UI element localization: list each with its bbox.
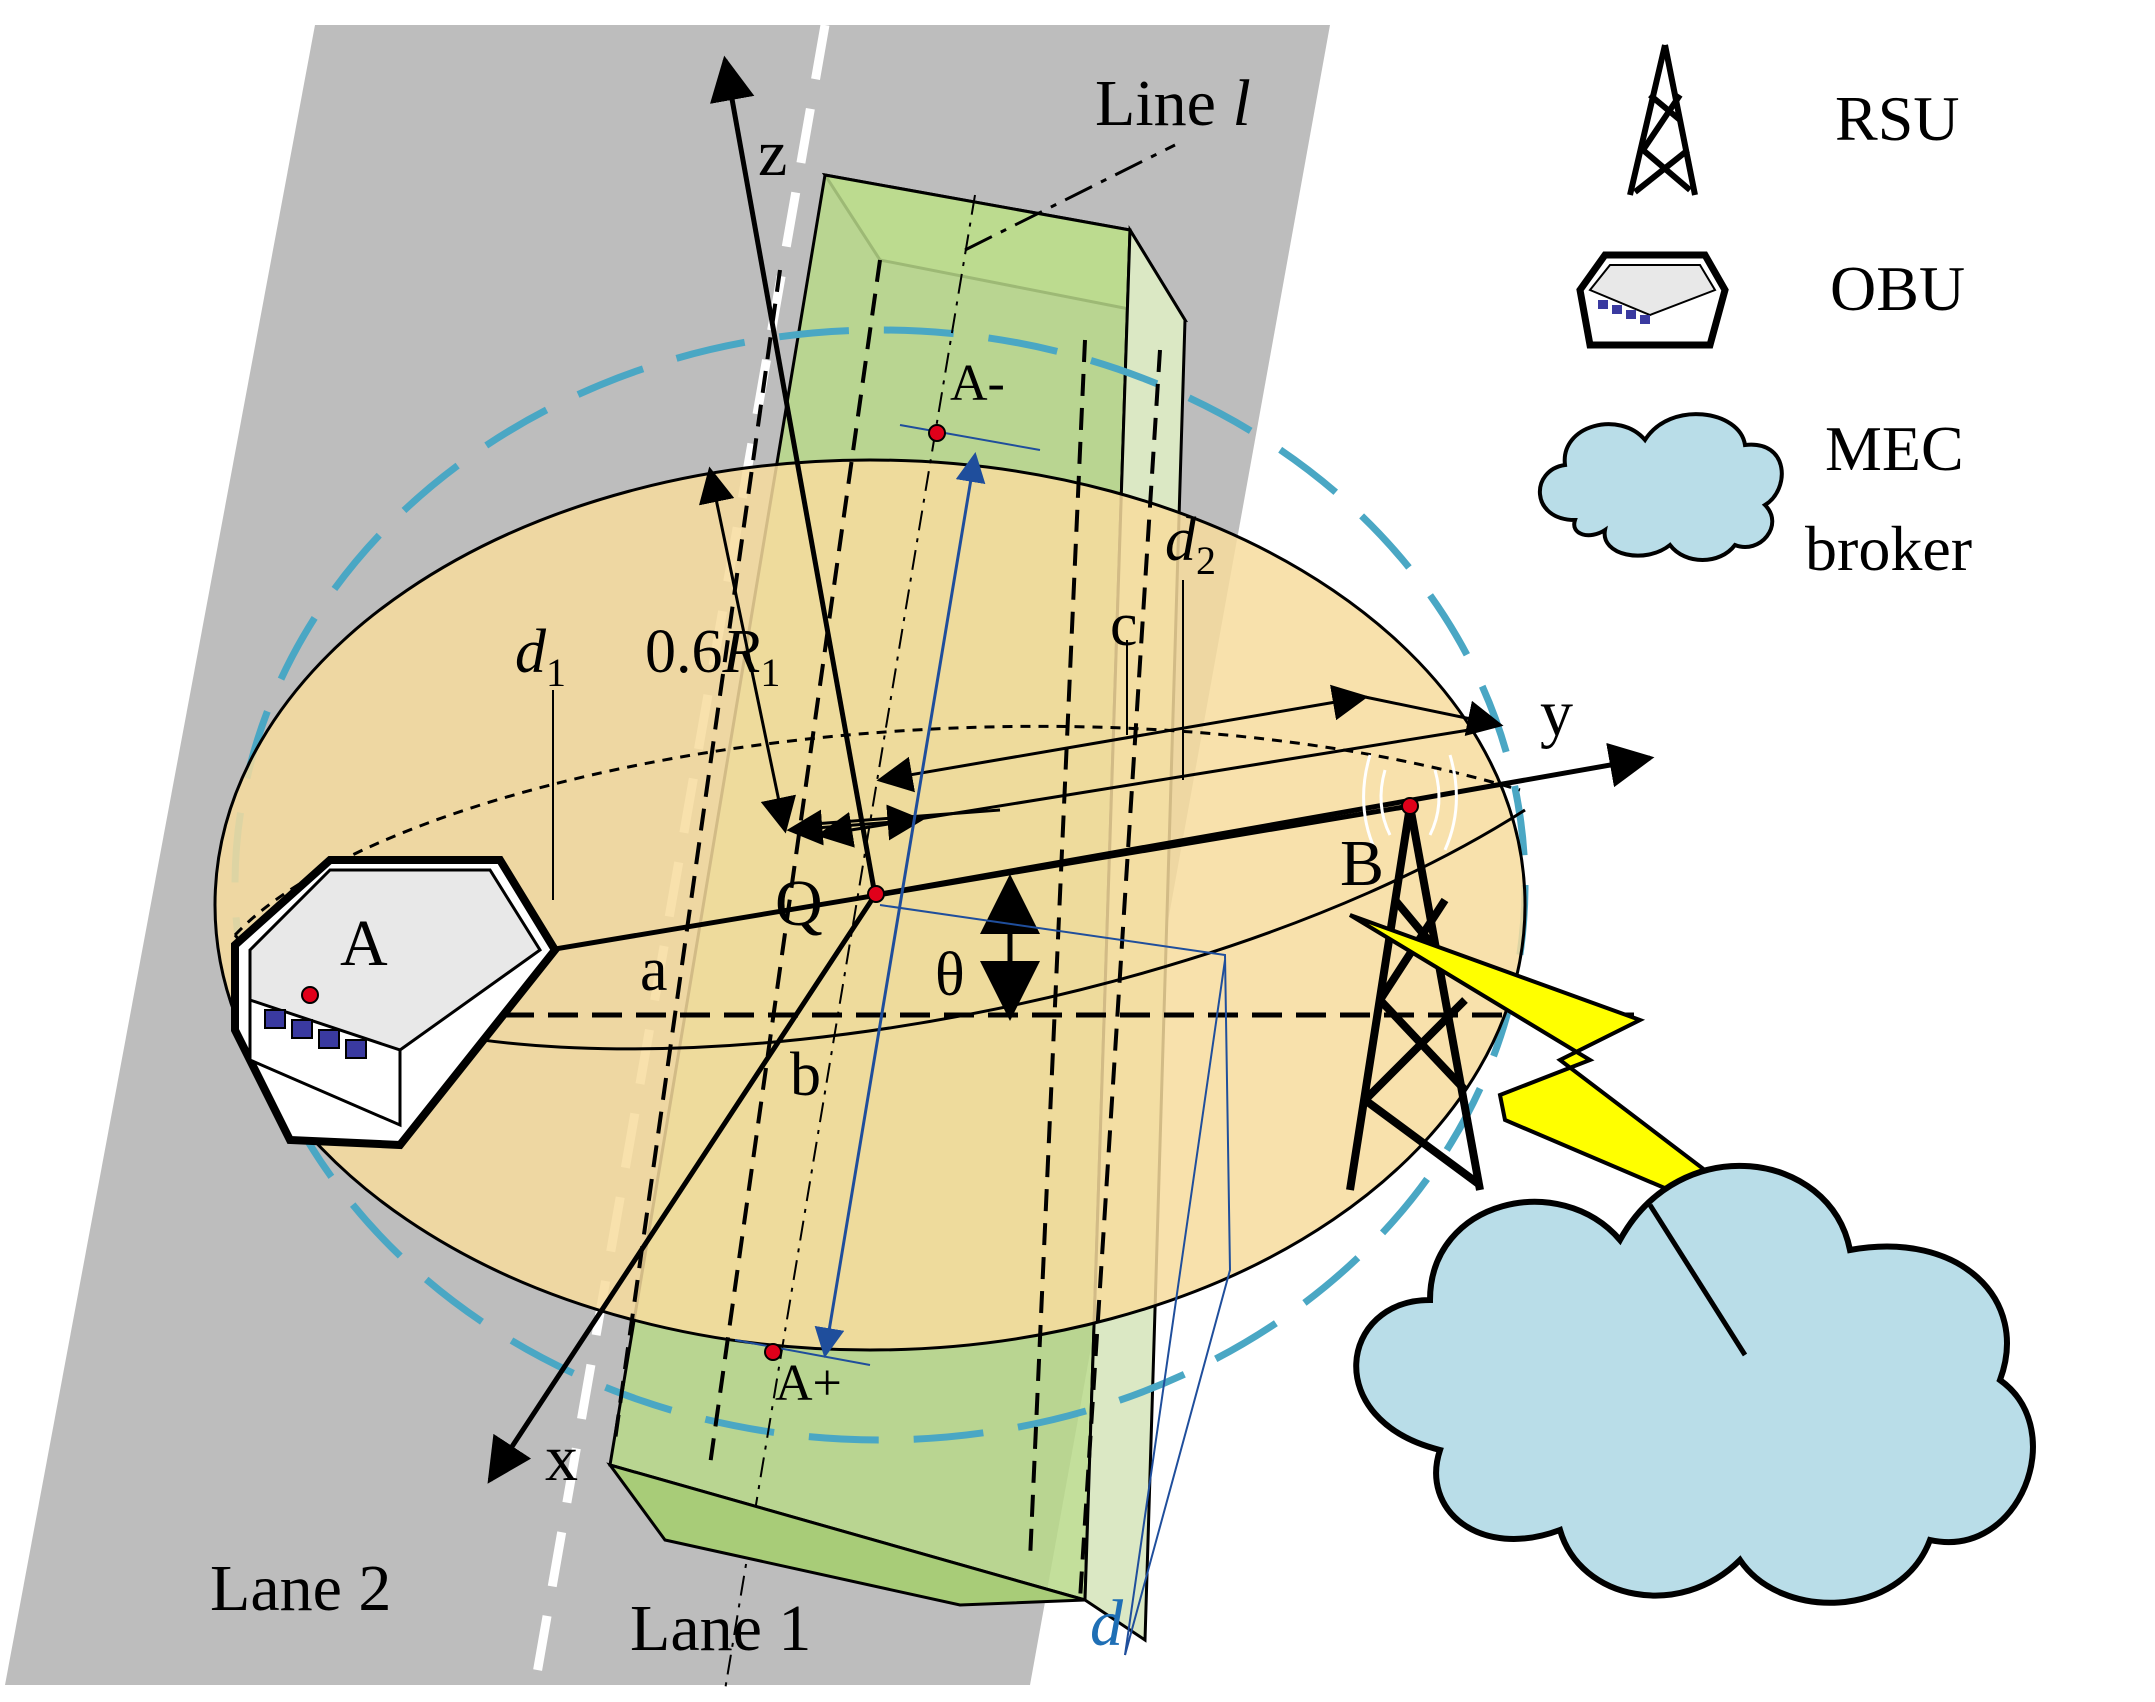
theta-label: θ [935, 941, 965, 1009]
semi-axis-a-label: a [640, 936, 668, 1004]
a-minus-plus-arrow [814, 452, 986, 1358]
x-axis [487, 893, 878, 1484]
legend-mec-label-1: MEC [1825, 413, 1964, 484]
a-minus-label: A- [950, 355, 1005, 412]
fresnel-radius-label: 0.6R1 [645, 618, 780, 695]
box-edge-4 [1078, 349, 1162, 1601]
point-b [1401, 797, 1419, 815]
d2-label: d2 [1165, 506, 1216, 583]
semi-axis-c-label: c [1110, 591, 1138, 659]
d1-label: d1 [515, 618, 566, 695]
point-a-plus [764, 1343, 782, 1361]
x-axis-label: x [545, 1422, 578, 1495]
legend: RSU OBU MEC broker [1538, 44, 1972, 584]
lane-1-label: Lane 1 [630, 1592, 811, 1665]
box-edge-1 [613, 269, 782, 1441]
vehicle-box-bottom [606, 1462, 1086, 1607]
legend-mec-label-2: broker [1805, 513, 1972, 584]
lightning-icon [1348, 913, 1812, 1252]
d-leader-2 [1124, 959, 1226, 1656]
legend-cloud-icon [1538, 412, 1784, 562]
y-axis-label: y [1540, 677, 1573, 750]
point-a [301, 986, 319, 1004]
lane-2-label: Lane 2 [210, 1552, 391, 1625]
line-l-leader [964, 143, 1176, 252]
signal-waves [1362, 754, 1458, 851]
obu-device-icon [231, 856, 560, 1150]
fresnel-radius-arrow [698, 466, 797, 834]
z-axis-label: z [758, 117, 787, 190]
line-l-label: Line l [1095, 67, 1251, 140]
legend-obu-icon [1576, 251, 1729, 349]
line-l [724, 194, 976, 1691]
lane-divider [530, 24, 830, 1686]
point-b-label: B [1340, 827, 1384, 900]
y-axis [874, 742, 1655, 898]
point-a-label: A [340, 907, 388, 980]
rsu-tower-icon [1346, 805, 1484, 1191]
legend-obu-label: OBU [1830, 253, 1965, 324]
mec-cloud-icon [1353, 1162, 2036, 1606]
a-plus-label: A+ [775, 1355, 842, 1412]
a-minus-tangent [899, 424, 1041, 451]
distance-d-label: d [1090, 1587, 1124, 1660]
point-a-minus [928, 424, 946, 442]
legend-rsu-label: RSU [1835, 83, 1960, 154]
cloud-antenna [1647, 1203, 1748, 1357]
d-distance-line [879, 904, 1232, 1656]
legend-rsu-icon [1627, 44, 1698, 196]
point-q [867, 885, 885, 903]
semi-axis-b-label: b [790, 1041, 821, 1109]
a-plus-tangent [734, 1339, 871, 1366]
c-extension [1364, 695, 1504, 737]
point-q-label: Q [775, 867, 823, 940]
